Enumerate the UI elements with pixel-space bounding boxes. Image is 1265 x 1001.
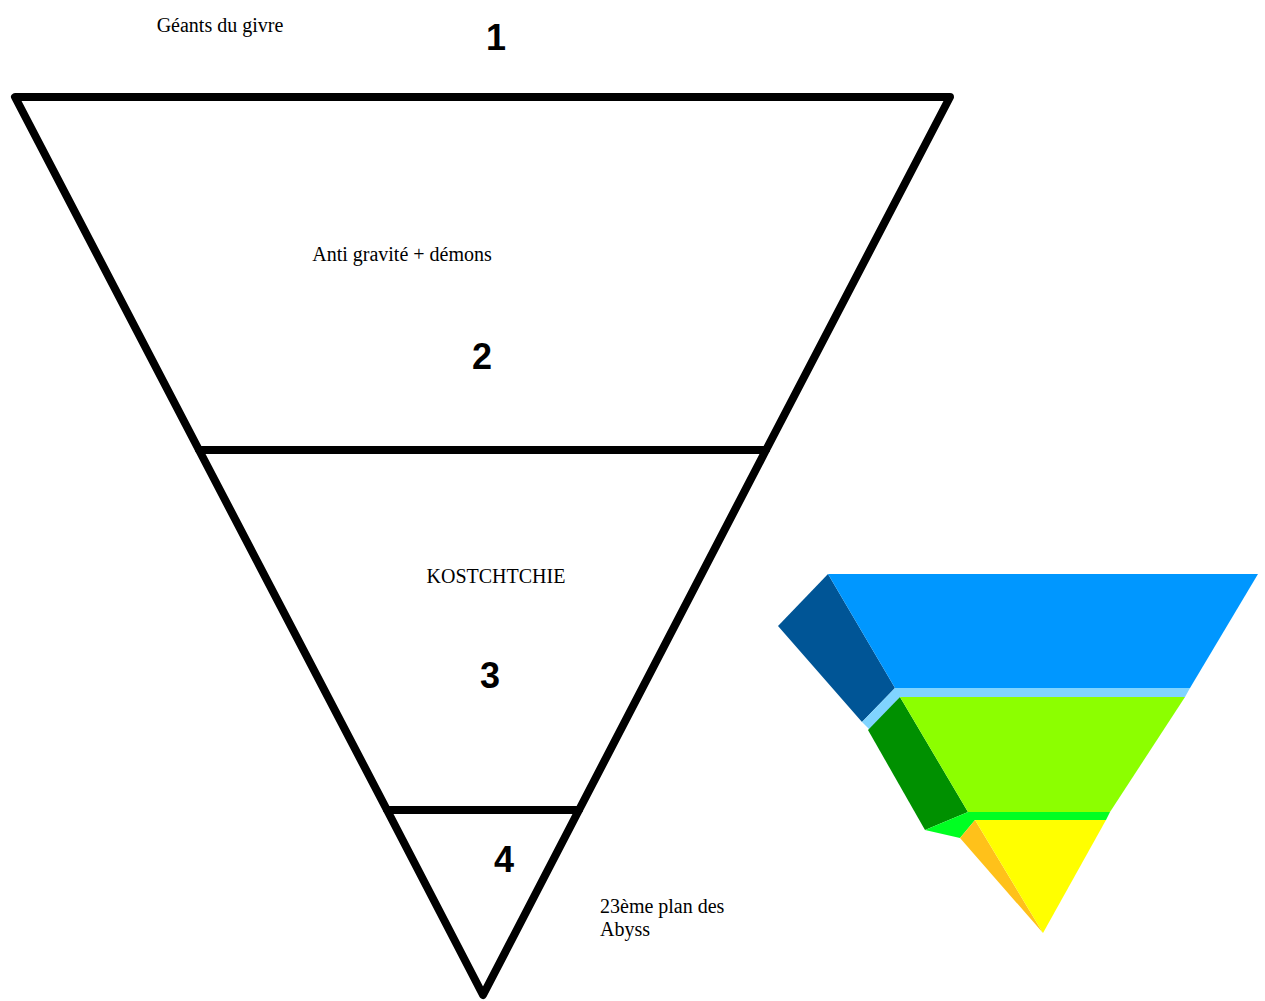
band-outline [191,442,774,818]
pyramid-face [900,697,1185,812]
callout-number: 2 [472,336,492,377]
pyramid-face [975,820,1106,933]
band-outline [379,802,587,1001]
band-shape [15,97,950,450]
callout-number: 1 [486,17,506,58]
band-label: KOSTCHTCHIE [427,565,566,588]
band-shape [199,450,766,810]
band-shape [387,810,579,995]
band-note: 23ème plan des Abyss [600,895,725,941]
layer-band: Anti gravité + démons 2 [7,89,958,458]
callout-number: 4 [494,839,514,880]
callout-number: 3 [480,655,500,696]
layer-band: KOSTCHTCHIE 3 [191,442,774,818]
level-label: Géants du givre [157,14,284,37]
band-outline [7,89,958,458]
layer-band: 423ème plan des Abyss [379,802,587,1001]
band-label: Anti gravité + démons [312,243,492,266]
pyramid-face [828,574,1258,688]
